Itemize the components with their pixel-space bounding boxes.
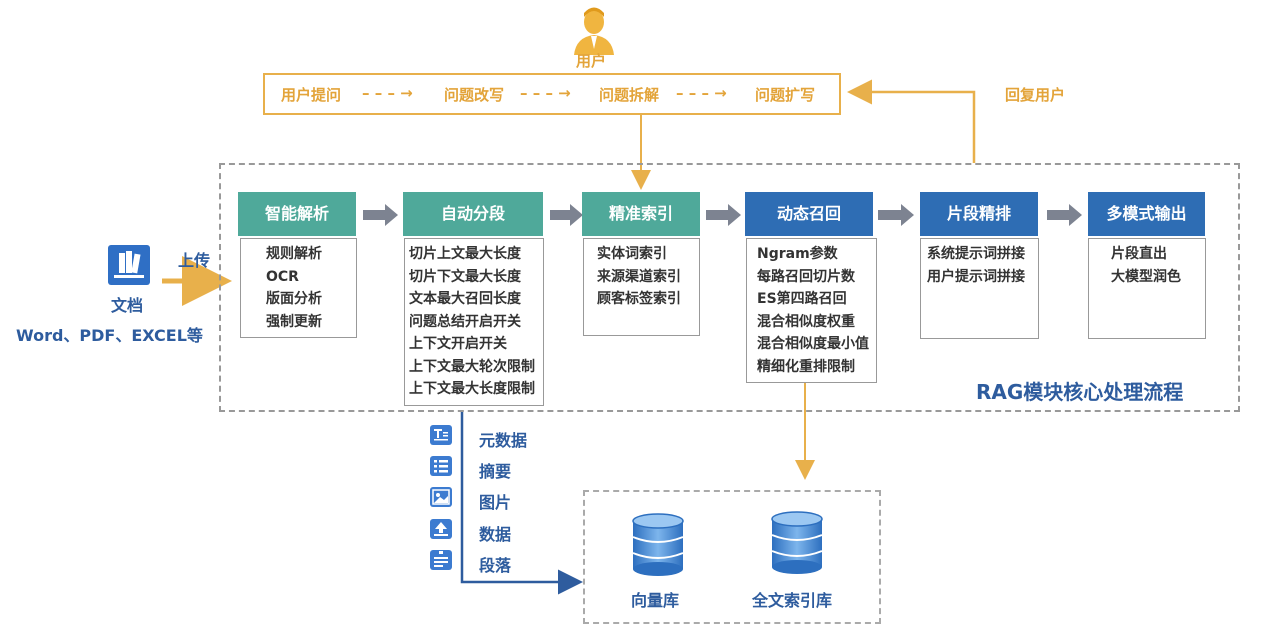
detail-item: 上下文最大轮次限制 — [409, 358, 535, 375]
pipeline-connector: – – – → — [676, 84, 727, 102]
detail-item: 精细化重排限制 — [757, 358, 855, 375]
detail-item: 切片下文最大长度 — [409, 268, 521, 285]
user-label: 用户 — [576, 52, 607, 70]
user-icon — [572, 5, 616, 55]
detail-item: 问题总结开启开关 — [409, 313, 521, 330]
detail-item: 系统提示词拼接 — [927, 246, 1025, 262]
storage-frame — [583, 490, 881, 624]
database-icon — [632, 513, 684, 577]
list-icon — [430, 456, 452, 476]
detail-item: Ngram参数 — [757, 246, 838, 262]
document-formats: Word、PDF、EXCEL等 — [16, 326, 203, 345]
upload-icon — [430, 519, 452, 539]
meta-label-image: 图片 — [479, 493, 512, 512]
detail-item: 强制更新 — [266, 313, 322, 330]
stage-multi-output-header: 多模式输出 — [1088, 192, 1205, 236]
detail-item: 实体词索引 — [597, 246, 667, 262]
pipeline-connector: – – – → — [362, 84, 413, 102]
stage-dynamic-recall-header: 动态召回 — [745, 192, 873, 236]
pipeline-step-decompose: 问题拆解 — [599, 86, 660, 104]
meta-label-metadata: 元数据 — [479, 431, 528, 450]
reply-user-label: 回复用户 — [1005, 86, 1066, 104]
detail-item: 切片上文最大长度 — [409, 246, 521, 262]
rag-core-frame — [219, 163, 1240, 412]
image-icon — [430, 487, 452, 507]
question-pipeline — [263, 73, 841, 115]
detail-item: 顾客标签索引 — [597, 291, 681, 307]
detail-item: 每路召回切片数 — [757, 268, 855, 285]
pipeline-connector: – – – → — [520, 84, 571, 102]
stage-precise-index-header: 精准索引 — [582, 192, 700, 236]
document-label: 文档 — [111, 296, 144, 315]
detail-item: OCR — [266, 268, 299, 285]
detail-item: 混合相似度最小值 — [757, 336, 869, 352]
pipeline-step-rewrite: 问题改写 — [444, 86, 505, 104]
fulltext-store-label: 全文索引库 — [752, 591, 833, 610]
paragraph-icon — [430, 550, 452, 570]
detail-item: 大模型润色 — [1111, 268, 1181, 285]
detail-item: 上下文最大长度限制 — [409, 381, 535, 397]
stage-fine-rank-details: 系统提示词拼接 用户提示词拼接 — [920, 238, 1039, 339]
pipeline-step-ask: 用户提问 — [281, 86, 342, 104]
upload-label: 上传 — [178, 251, 211, 270]
pipeline-step-expand: 问题扩写 — [755, 86, 816, 104]
detail-item: 规则解析 — [266, 246, 322, 262]
detail-item: 来源渠道索引 — [597, 268, 681, 285]
stage-smart-parsing-header: 智能解析 — [238, 192, 356, 236]
stage-auto-segment-header: 自动分段 — [403, 192, 543, 236]
detail-item: 片段直出 — [1111, 246, 1167, 262]
text-doc-icon — [430, 425, 452, 445]
detail-item: 文本最大召回长度 — [409, 291, 521, 307]
detail-item: 用户提示词拼接 — [927, 268, 1025, 285]
database-icon — [771, 511, 823, 575]
detail-item: 版面分析 — [266, 291, 322, 307]
stage-dynamic-recall-details: Ngram参数 每路召回切片数 ES第四路召回 混合相似度权重 混合相似度最小值… — [746, 238, 877, 383]
detail-item: 混合相似度权重 — [757, 313, 855, 330]
vector-store-label: 向量库 — [631, 591, 680, 610]
stage-auto-segment-details: 切片上文最大长度 切片下文最大长度 文本最大召回长度 问题总结开启开关 上下文开… — [404, 238, 544, 406]
meta-label-summary: 摘要 — [479, 462, 512, 481]
stage-multi-output-details: 片段直出 大模型润色 — [1088, 238, 1206, 339]
document-icon — [108, 245, 150, 285]
detail-item: ES第四路召回 — [757, 291, 847, 307]
detail-item: 上下文开启开关 — [409, 336, 507, 352]
stage-precise-index-details: 实体词索引 来源渠道索引 顾客标签索引 — [583, 238, 700, 336]
meta-label-data: 数据 — [479, 525, 512, 544]
meta-label-paragraph: 段落 — [479, 556, 512, 575]
stage-smart-parsing-details: 规则解析 OCR 版面分析 强制更新 — [240, 238, 357, 338]
rag-core-title: RAG模块核心处理流程 — [976, 380, 1184, 404]
stage-fine-rank-header: 片段精排 — [920, 192, 1038, 236]
